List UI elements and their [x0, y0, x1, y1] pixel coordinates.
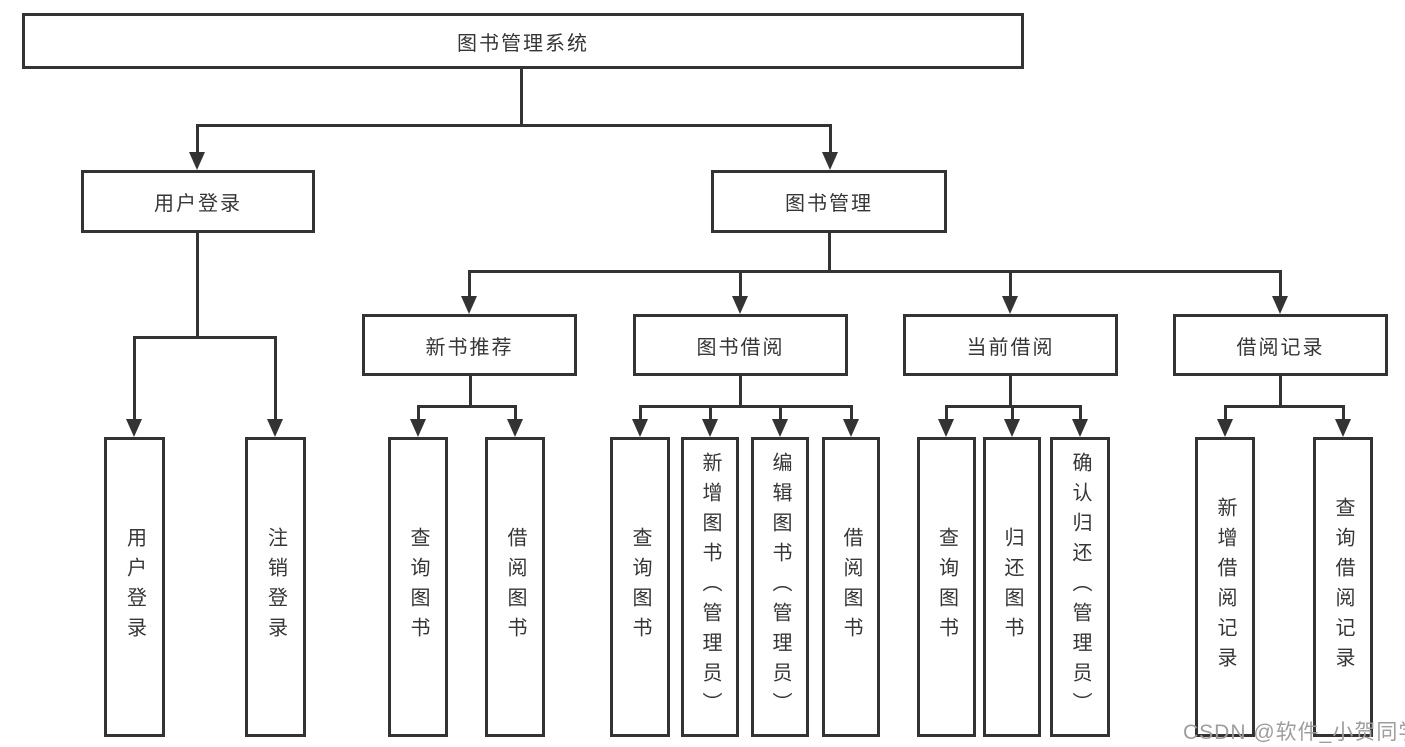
- leaf-label: 借阅图书: [840, 527, 862, 647]
- connector-drop-book-management: [829, 124, 832, 156]
- connector-drop-new-book: [468, 270, 471, 298]
- leaf-logout: 注销登录: [245, 437, 306, 737]
- connector-new-book-stem: [469, 376, 472, 405]
- leaf-edit-books-admin: 编辑图书（管理员）: [751, 437, 809, 737]
- connector-drop: [1079, 405, 1082, 423]
- node-new-book-recommend: 新书推荐: [362, 314, 577, 376]
- connector-drop-current-borrow: [1009, 270, 1012, 298]
- connector-drop-logout-leaf: [274, 336, 277, 422]
- arrow-down-icon: [1217, 419, 1233, 437]
- connector-drop: [1224, 405, 1227, 423]
- node-current-borrow: 当前借阅: [903, 314, 1118, 376]
- arrow-down-icon: [1072, 419, 1088, 437]
- connector-book-management-stem: [828, 233, 831, 270]
- leaf-borrow-books: 借阅图书: [822, 437, 880, 737]
- arrow-down-icon: [1002, 296, 1018, 314]
- node-library-management-system: 图书管理系统: [22, 13, 1024, 69]
- leaf-confirm-return-admin: 确认归还（管理员）: [1050, 437, 1110, 737]
- leaf-label: 确认归还（管理员）: [1069, 452, 1091, 722]
- leaf-add-borrow-record: 新增借阅记录: [1195, 437, 1255, 737]
- leaf-return-books: 归还图书: [983, 437, 1041, 737]
- connector-drop-login-leaf: [133, 336, 136, 422]
- arrow-down-icon: [772, 419, 788, 437]
- connector-current-borrow-stem: [1009, 376, 1012, 405]
- arrow-down-icon: [189, 152, 205, 170]
- leaf-query-books-current: 查询图书: [917, 437, 976, 737]
- leaf-add-books-admin: 新增图书（管理员）: [681, 437, 739, 737]
- arrow-down-icon: [843, 419, 859, 437]
- connector-drop: [1342, 405, 1345, 423]
- arrow-down-icon: [126, 419, 142, 437]
- connector-book-management-branch: [468, 270, 1282, 273]
- arrow-down-icon: [702, 419, 718, 437]
- leaf-borrow-books-recommend: 借阅图书: [485, 437, 545, 737]
- connector-drop: [779, 405, 782, 423]
- connector-user-login-stem: [196, 233, 199, 336]
- arrow-down-icon: [1004, 419, 1020, 437]
- connector-drop: [514, 405, 517, 423]
- connector-new-book-branch: [417, 405, 517, 408]
- arrow-down-icon: [1335, 419, 1351, 437]
- leaf-label: 归还图书: [1001, 527, 1023, 647]
- connector-drop-book-borrow: [739, 270, 742, 298]
- node-label: 当前借阅: [966, 336, 1055, 359]
- connector-borrow-records-branch: [1224, 405, 1344, 408]
- arrow-down-icon: [732, 296, 748, 314]
- leaf-user-login: 用户登录: [104, 437, 165, 737]
- connector-book-borrow-branch: [639, 405, 853, 408]
- arrow-down-icon: [1272, 296, 1288, 314]
- leaf-label: 查询图书: [935, 527, 958, 647]
- csdn-watermark: CSDN @软件_小贺同学: [1183, 721, 1405, 744]
- connector-root-stem: [520, 69, 523, 124]
- arrow-down-icon: [461, 296, 477, 314]
- leaf-label: 借阅图书: [504, 527, 526, 647]
- leaf-query-books-borrow: 查询图书: [610, 437, 670, 737]
- node-user-login: 用户登录: [81, 170, 315, 233]
- leaf-label: 注销登录: [264, 527, 287, 647]
- connector-drop: [709, 405, 712, 423]
- leaf-label: 查询借阅记录: [1332, 497, 1354, 677]
- arrow-down-icon: [822, 152, 838, 170]
- leaf-label: 用户登录: [123, 527, 146, 647]
- node-label: 新书推荐: [425, 336, 514, 359]
- connector-root-branch: [196, 124, 832, 127]
- connector-drop: [850, 405, 853, 423]
- connector-drop-user-login: [196, 124, 199, 156]
- arrow-down-icon: [938, 419, 954, 437]
- leaf-label: 新增图书（管理员）: [699, 452, 721, 722]
- node-book-management: 图书管理: [711, 170, 947, 233]
- connector-drop: [1011, 405, 1014, 423]
- leaf-query-borrow-record: 查询借阅记录: [1313, 437, 1373, 737]
- connector-drop-borrow-records: [1279, 270, 1282, 298]
- arrow-down-icon: [267, 419, 283, 437]
- connector-drop: [639, 405, 642, 423]
- connector-borrow-records-stem: [1279, 376, 1282, 405]
- node-book-borrow: 图书借阅: [633, 314, 848, 376]
- arrow-down-icon: [507, 419, 523, 437]
- arrow-down-icon: [632, 419, 648, 437]
- node-borrow-records: 借阅记录: [1173, 314, 1388, 376]
- leaf-label: 编辑图书（管理员）: [769, 452, 791, 722]
- connector-book-borrow-stem: [739, 376, 742, 405]
- leaf-label: 查询图书: [407, 527, 429, 647]
- leaf-label: 新增借阅记录: [1214, 497, 1236, 677]
- node-label: 借阅记录: [1236, 336, 1325, 359]
- connector-drop: [417, 405, 420, 423]
- connector-user-login-branch: [133, 336, 277, 339]
- leaf-query-books-recommend: 查询图书: [388, 437, 448, 737]
- leaf-label: 查询图书: [629, 527, 651, 647]
- arrow-down-icon: [410, 419, 426, 437]
- connector-drop: [945, 405, 948, 423]
- node-label: 用户登录: [154, 193, 242, 215]
- node-label: 图书管理: [785, 193, 873, 215]
- node-label: 图书管理系统: [457, 32, 589, 55]
- node-label: 图书借阅: [696, 336, 785, 359]
